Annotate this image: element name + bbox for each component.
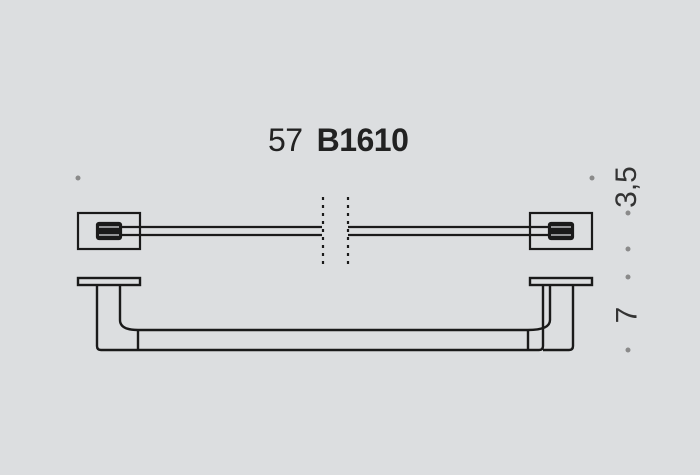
dimension-side-depth: 7	[610, 306, 644, 324]
top-view	[76, 211, 594, 251]
dimension-top-height: 3,5	[609, 166, 643, 208]
product-title: 57 B1610	[268, 122, 409, 159]
front-view	[76, 276, 594, 352]
break-indicator	[321, 197, 350, 268]
product-code: B1610	[316, 122, 409, 158]
series-number: 57	[268, 122, 303, 158]
dimension-dots	[75, 175, 631, 353]
